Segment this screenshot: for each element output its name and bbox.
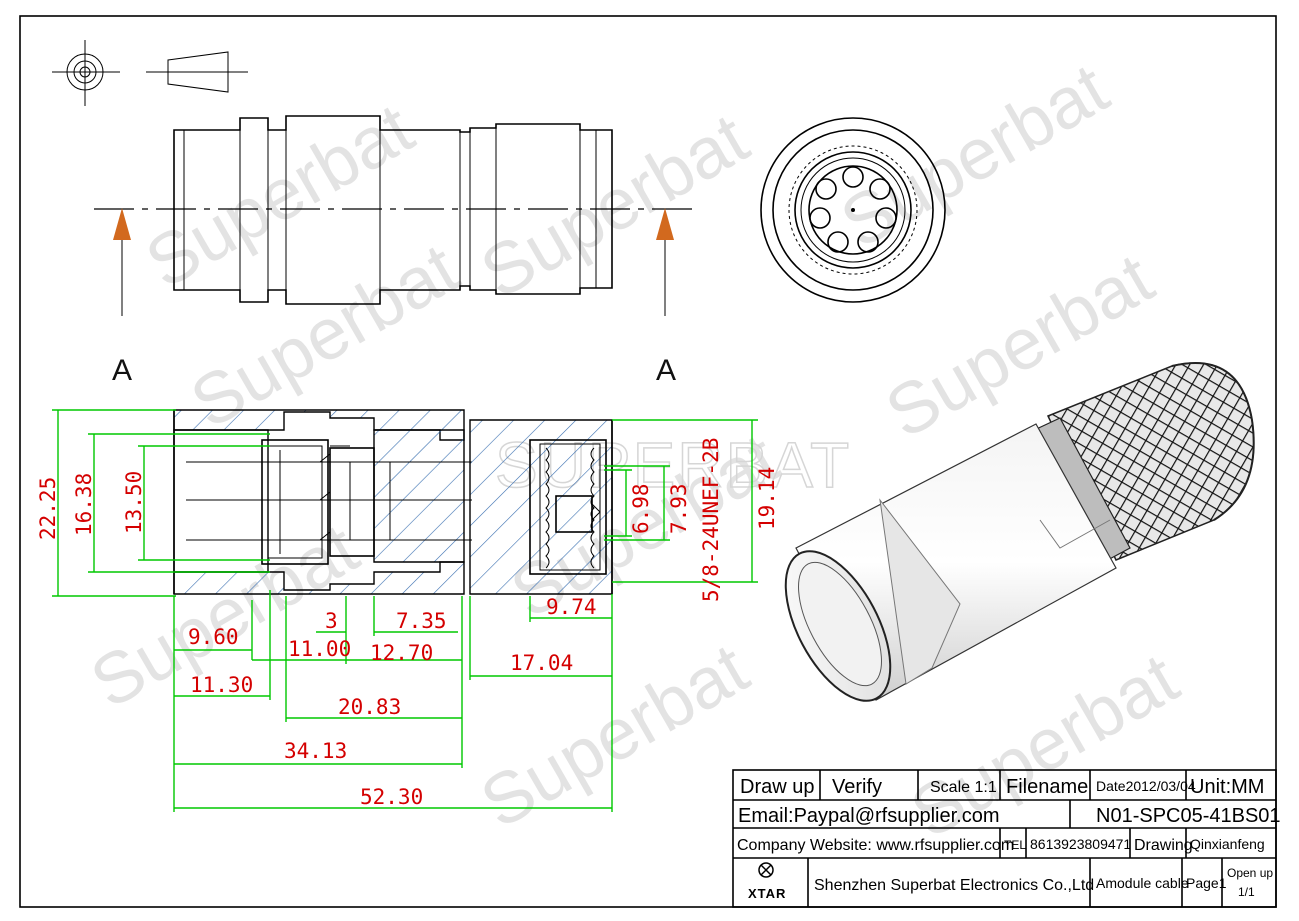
tb-tel: 8613923809471 xyxy=(1030,836,1131,852)
dim-11-00: 11.00 xyxy=(288,637,351,661)
tb-brand: XTAR xyxy=(748,886,786,901)
dim-12-70: 12.70 xyxy=(370,641,433,665)
product-3d-view xyxy=(784,362,1255,702)
tb-open-up-value: 1/1 xyxy=(1238,885,1255,899)
dim-6-98: 6.98 xyxy=(629,483,653,534)
tb-tel-label: TEL xyxy=(1004,838,1026,852)
drawing-frame xyxy=(19,15,1277,908)
dim-19-14: 19.14 xyxy=(755,467,779,530)
tb-email: Email:Paypal@rfsupplier.com xyxy=(738,805,1000,827)
dim-9-74: 9.74 xyxy=(546,595,597,619)
tb-company: Shenzhen Superbat Electronics Co.,Ltd xyxy=(814,877,1094,894)
side-view xyxy=(94,115,692,316)
tb-unit: Unit:MM xyxy=(1190,776,1264,798)
tb-drawing-label: Drawing xyxy=(1134,837,1193,854)
dim-20-83: 20.83 xyxy=(338,695,401,719)
dim-13-50: 13.50 xyxy=(122,471,146,534)
dim-22-25: 22.25 xyxy=(36,477,60,540)
dim-7-93: 7.93 xyxy=(667,483,691,534)
tb-product: Amodule cable xyxy=(1096,875,1189,891)
tb-drawer: Qinxianfeng xyxy=(1190,836,1265,852)
watermark: Superbat xyxy=(828,48,1121,263)
title-block: Draw up Verify Scale 1:1 Filename Date20… xyxy=(732,769,1281,908)
tb-date: Date2012/03/04 xyxy=(1096,778,1196,794)
tb-part-number: N01-SPC05-41BS01 xyxy=(1096,805,1281,827)
projection-symbol xyxy=(52,40,248,106)
watermark: Superbat xyxy=(468,98,761,313)
dim-3: 3 xyxy=(325,609,338,633)
dim-9-60: 9.60 xyxy=(188,625,239,649)
dim-11-30: 11.30 xyxy=(190,673,253,697)
tb-website: Company Website: www.rfsupplier.com xyxy=(737,837,1014,854)
tb-scale: Scale 1:1 xyxy=(930,779,997,796)
section-label-right: A xyxy=(656,354,676,387)
dim-34-13: 34.13 xyxy=(284,739,347,763)
tb-verify: Verify xyxy=(832,776,882,798)
dim-17-04: 17.04 xyxy=(510,651,573,675)
dim-52-30: 52.30 xyxy=(360,785,423,809)
end-view xyxy=(760,117,946,303)
dim-7-35: 7.35 xyxy=(396,609,447,633)
tb-filename: Filename xyxy=(1006,776,1088,798)
dimension-lines xyxy=(52,409,758,812)
dimension-labels: 22.25 16.38 13.50 6.98 7.93 5/8-24UNEF-2… xyxy=(36,438,779,809)
tb-page: Page1 xyxy=(1186,875,1227,891)
dim-16-38: 16.38 xyxy=(72,473,96,536)
section-label-left: A xyxy=(112,354,132,387)
section-view xyxy=(173,409,613,595)
tb-open-up: Open up xyxy=(1227,866,1273,880)
xtar-logo-icon xyxy=(758,862,774,878)
dim-thread: 5/8-24UNEF-2B xyxy=(699,438,723,602)
tb-draw-up: Draw up xyxy=(740,776,814,798)
